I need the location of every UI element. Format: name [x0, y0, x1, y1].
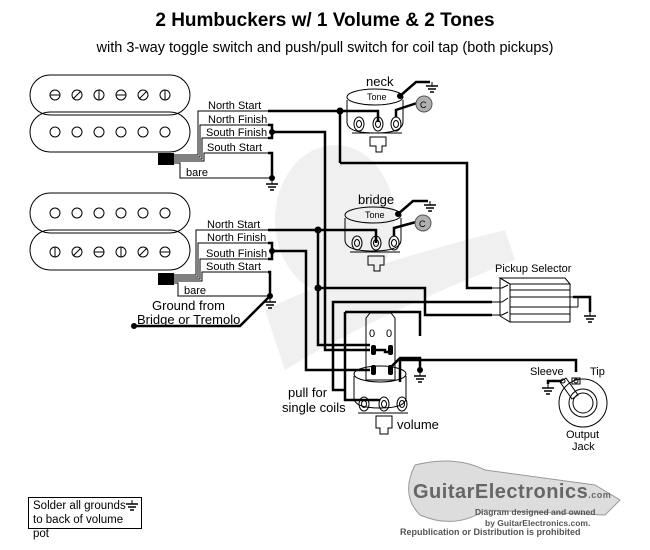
- note-ground-icon: [126, 500, 138, 511]
- ground-note-line2: to back of volume pot: [33, 514, 124, 540]
- bridge-wire-south-finish: South Finish: [206, 248, 267, 260]
- single-coils-label: single coils: [282, 400, 346, 415]
- logo-line3: Republication or Distribution is prohibi…: [400, 527, 581, 537]
- bridge-pole-screws: [49, 207, 171, 258]
- ground-from-label: Ground from: [152, 298, 225, 313]
- neck-wire-bare: bare: [186, 167, 208, 179]
- bridge-wire-north-start: North Start: [207, 219, 260, 231]
- selector-ground-icon: [583, 311, 597, 323]
- neck-cap-label: C: [420, 100, 427, 110]
- bridge-tone-pot-label: Tone: [365, 210, 385, 220]
- svg-text:0: 0: [369, 328, 375, 340]
- neck-tone-pot-label: Tone: [367, 92, 387, 102]
- logo-line2: by GuitarElectronics.com.: [485, 518, 591, 528]
- jack-ground-icon: [541, 383, 555, 395]
- logo-brand: GuitarElectronics.com: [413, 481, 612, 503]
- jack-sleeve-label: Sleeve: [530, 366, 564, 378]
- volume-pot: 0 0 volume pull for single coils: [282, 312, 439, 435]
- jack-jack-label: Jack: [572, 441, 595, 453]
- neck-wire-north-start: North Start: [208, 100, 261, 112]
- pickup-selector: Pickup Selector: [492, 263, 597, 323]
- volume-label: volume: [397, 417, 439, 432]
- neck-wire-north-finish: North Finish: [208, 114, 267, 126]
- pull-for-label: pull for: [288, 385, 328, 400]
- ground-note: Solder all grounds to back of volume pot: [28, 497, 142, 540]
- neck-tone-label: neck: [366, 74, 394, 89]
- neck-wire-south-start: South Start: [207, 142, 262, 154]
- bridge-wire-south-start: South Start: [206, 261, 261, 273]
- bridge-humbucker: North Start North Finish South Finish So…: [29, 192, 277, 329]
- jack-output-label: Output: [566, 429, 599, 441]
- logo-line1: Diagram designed and owned: [475, 507, 596, 517]
- guitarelectronics-logo: GuitarElectronics.com Diagram designed a…: [395, 455, 630, 537]
- diagram-title: 2 Humbuckers w/ 1 Volume & 2 Tones: [155, 10, 495, 31]
- bridge-cap-label: C: [419, 219, 426, 229]
- bridge-tone-pot: bridge Tone C: [344, 192, 437, 272]
- output-jack: Sleeve Tip Output Jack: [530, 366, 608, 453]
- neck-tone-pot: neck Tone C: [346, 74, 439, 153]
- wires: [268, 107, 578, 402]
- neck-humbucker: North Start North Finish South Finish So…: [29, 74, 279, 191]
- bridge-or-tremolo-label: Bridge or Tremolo: [137, 312, 240, 327]
- bridge-tone-label: bridge: [358, 192, 394, 207]
- logo-guitar-shape: [408, 460, 621, 522]
- svg-text:0: 0: [386, 328, 392, 340]
- neck-pole-screws: [49, 89, 171, 138]
- bridge-wire-bare: bare: [184, 285, 206, 297]
- volume-ground-icon: [413, 371, 427, 383]
- ground-note-line1: Solder all grounds: [33, 500, 126, 512]
- neck-ground-icon: [265, 179, 279, 191]
- pickup-selector-label: Pickup Selector: [495, 263, 572, 275]
- neck-wire-south-finish: South Finish: [206, 127, 267, 139]
- bridge-wire-north-finish: North Finish: [207, 232, 266, 244]
- diagram-subtitle: with 3-way toggle switch and push/pull s…: [96, 40, 554, 56]
- jack-tip-label: Tip: [590, 366, 605, 378]
